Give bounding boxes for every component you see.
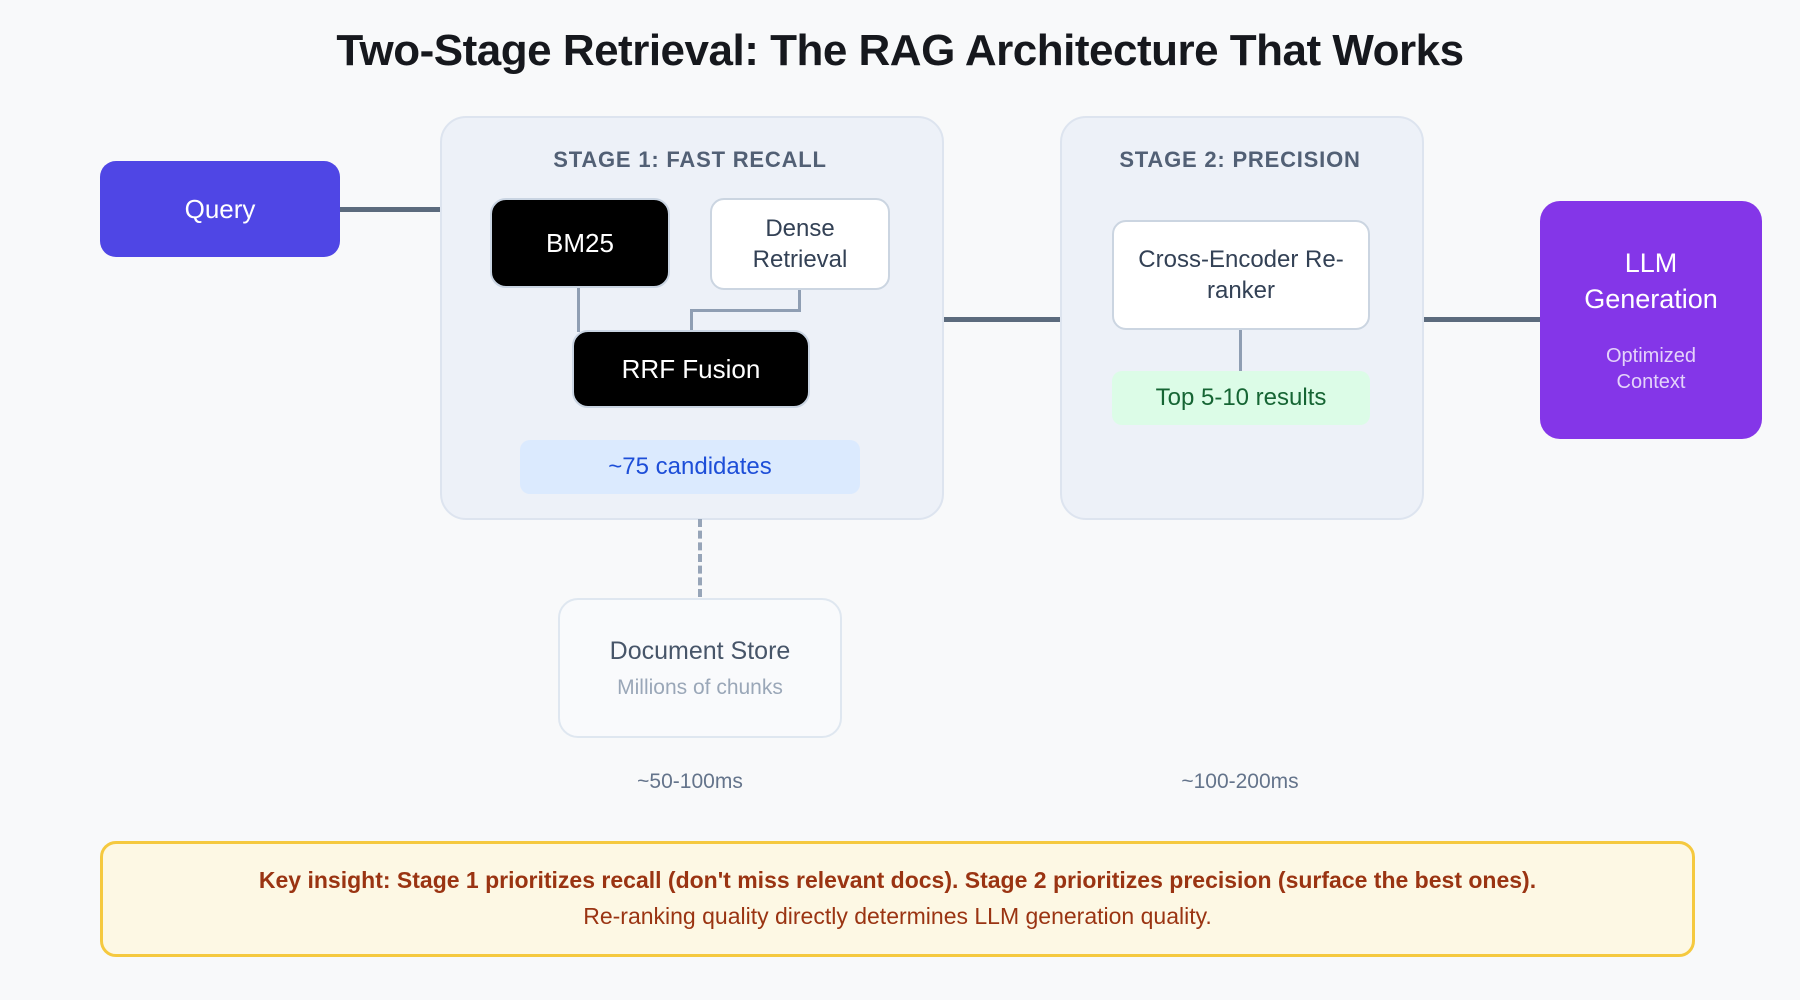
connector-reranker-to-results xyxy=(1239,330,1242,373)
query-node-label: Query xyxy=(184,193,256,224)
page-title: Two-Stage Retrieval: The RAG Architectur… xyxy=(336,26,1464,75)
llm-generation-node: LLM Generation Optimized Context xyxy=(1540,201,1762,439)
document-store-node: Document Store Millions of chunks xyxy=(558,598,842,738)
llm-generation-title: LLM Generation xyxy=(1584,247,1718,314)
llm-generation-subtitle: Optimized Context xyxy=(1605,345,1697,394)
cross-encoder-reranker-node: Cross-Encoder Re-ranker xyxy=(1112,220,1370,330)
key-insight-line1: Key insight: Stage 1 prioritizes recall … xyxy=(258,867,1537,894)
connector-query-to-stage1 xyxy=(340,207,440,212)
connector-stage1-to-stage2 xyxy=(940,317,1060,322)
candidates-badge: ~75 candidates xyxy=(520,440,860,494)
connector-dense-merge-horizontal xyxy=(690,309,801,312)
dense-retrieval-label: Dense Retrieval xyxy=(752,214,848,273)
candidates-badge-label: ~75 candidates xyxy=(608,453,772,480)
stage2-timing-label: ~100-200ms xyxy=(1181,770,1299,793)
bm25-node-label: BM25 xyxy=(546,227,614,258)
connector-bm25-to-rrf xyxy=(577,288,580,332)
bm25-node: BM25 xyxy=(490,198,670,288)
top-results-badge-label: Top 5-10 results xyxy=(1155,384,1327,411)
connector-dense-down xyxy=(798,290,801,312)
connector-merge-to-rrf xyxy=(690,309,693,332)
connector-stage2-to-llm xyxy=(1420,317,1540,322)
stage1-header: STAGE 1: FAST RECALL xyxy=(553,147,827,172)
rrf-fusion-node: RRF Fusion xyxy=(572,330,810,408)
key-insight-line2: Re-ranking quality directly determines L… xyxy=(583,903,1212,929)
query-node: Query xyxy=(100,161,340,257)
top-results-badge: Top 5-10 results xyxy=(1112,371,1370,425)
stage1-timing-label: ~50-100ms xyxy=(637,770,743,793)
stage2-header: STAGE 2: PRECISION xyxy=(1119,147,1361,172)
dense-retrieval-node: Dense Retrieval xyxy=(710,198,890,290)
document-store-title: Document Store xyxy=(609,636,791,665)
key-insight-banner: Key insight: Stage 1 prioritizes recall … xyxy=(100,841,1695,957)
cross-encoder-reranker-label: Cross-Encoder Re-ranker xyxy=(1138,245,1344,304)
connector-stage1-to-docstore-dashed xyxy=(698,519,702,597)
rrf-fusion-label: RRF Fusion xyxy=(621,353,761,384)
document-store-subtitle: Millions of chunks xyxy=(617,675,783,699)
